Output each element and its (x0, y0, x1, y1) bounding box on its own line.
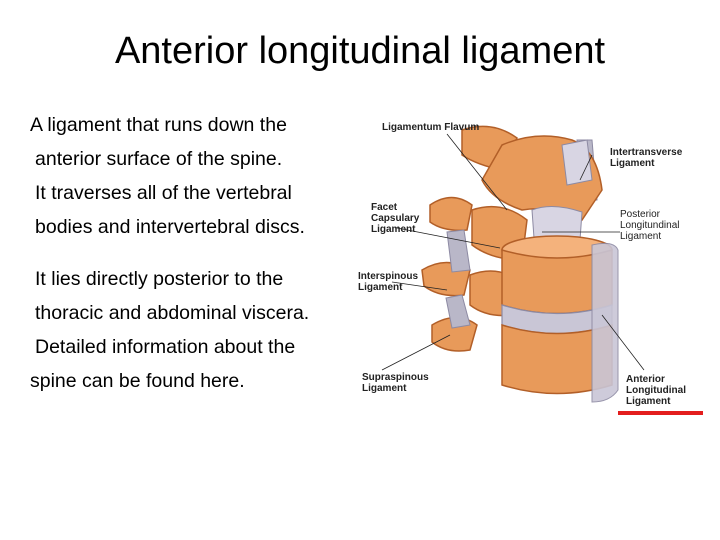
label-line: Facet (371, 202, 398, 213)
text-line: anterior surface of the spine. (35, 148, 283, 170)
text-line: Detailed information about the (35, 336, 296, 358)
highlight-underline (618, 411, 703, 415)
label-line: Ligament (620, 231, 662, 242)
label-facet-capsulary-ligament: Facet Capsulary Ligament (371, 202, 419, 235)
label-line: Anterior (626, 374, 665, 385)
slide-title: Anterior longitudinal ligament (114, 30, 606, 72)
text-line: thoracic and abdominal viscera. (35, 302, 310, 324)
label-line: Supraspinous (362, 372, 429, 383)
label-line: Longitundinal (620, 220, 680, 231)
spine-ligament-illustration: Ligamentum Flavum Intertransverse Ligame… (352, 110, 710, 430)
label-line: Ligament (358, 282, 403, 293)
text-line: bodies and intervertebral discs. (35, 216, 305, 238)
label-line: Intertransverse (610, 147, 683, 158)
label-ligamentum-flavum: Ligamentum Flavum (382, 122, 480, 133)
label-anterior-longitudinal-ligament: Anterior Longitudinal Ligament (626, 374, 686, 407)
label-line: Ligament (371, 224, 416, 235)
label-line: Posterior (620, 209, 661, 220)
label-posterior-longitudinal-ligament: Posterior Longitundinal Ligament (620, 209, 680, 242)
label-line: Ligament (362, 383, 407, 394)
label-intertransverse-ligament: Intertransverse Ligament (610, 147, 682, 169)
label-line: Ligament (610, 158, 655, 169)
label-line: Interspinous (358, 271, 419, 282)
label-line: Ligament (626, 396, 671, 407)
text-line: It lies directly posterior to the (35, 268, 284, 290)
text-line: It traverses all of the vertebral (35, 182, 292, 204)
text-line: A ligament that runs down the (30, 114, 287, 136)
label-interspinous-ligament: Interspinous Ligament (358, 271, 418, 293)
label-supraspinous-ligament: Supraspinous Ligament (362, 372, 429, 394)
body-text: A ligament that runs down the anterior s… (30, 108, 360, 398)
label-line: Capsulary (371, 213, 420, 224)
text-line: spine can be found here. (30, 370, 245, 392)
label-line: Longitudinal (626, 385, 686, 396)
spine-drawing (381, 125, 645, 403)
